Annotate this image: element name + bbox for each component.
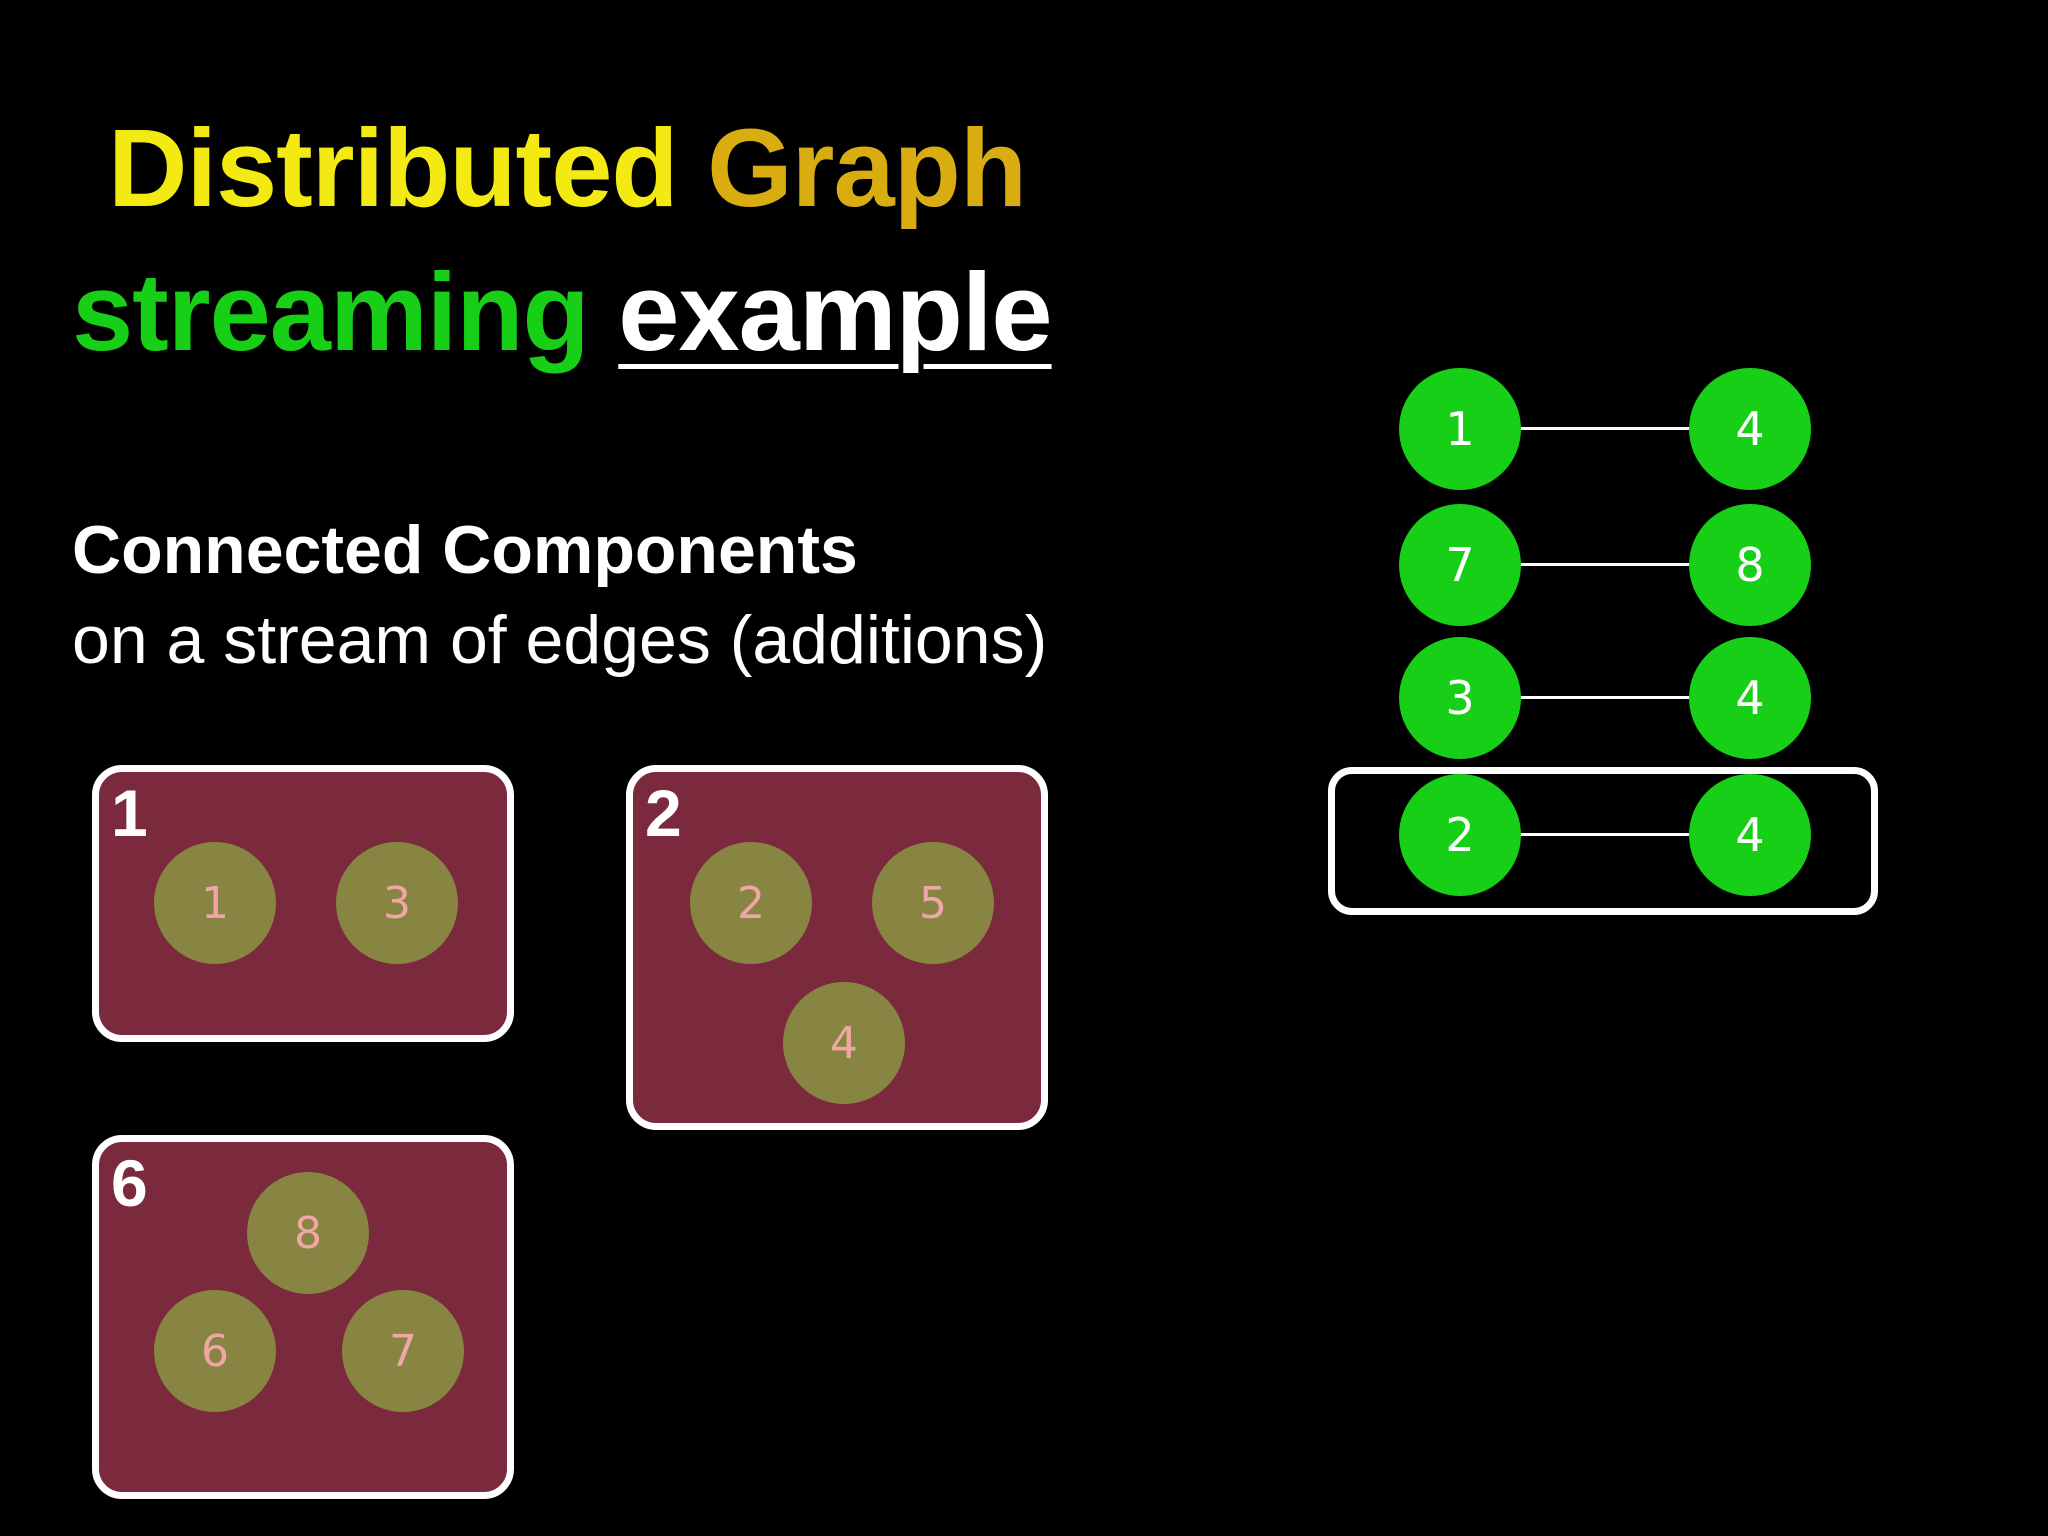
current-edge-highlight (1328, 767, 1878, 915)
title-word-example: example (618, 251, 1052, 374)
subtitle: Connected Components (72, 512, 858, 588)
vertex-node: 7 (342, 1290, 464, 1412)
title-word-graph: Graph (707, 107, 1027, 230)
edge-target-node: 4 (1689, 774, 1811, 896)
component-id: 2 (645, 776, 682, 850)
component-id: 6 (111, 1146, 148, 1220)
description: on a stream of edges (additions) (72, 602, 1048, 678)
vertex-node: 1 (154, 842, 276, 964)
vertex-node: 2 (690, 842, 812, 964)
edge-line (1520, 563, 1692, 566)
edge-line (1520, 696, 1692, 699)
vertex-node: 3 (336, 842, 458, 964)
edge-source-node: 1 (1399, 368, 1521, 490)
edge-line (1520, 833, 1692, 836)
edge-source-node: 7 (1399, 504, 1521, 626)
edge-target-node: 8 (1689, 504, 1811, 626)
edge-line (1520, 427, 1692, 430)
edge-source-node: 2 (1399, 774, 1521, 896)
component-box-6: 6 8 6 7 (92, 1135, 514, 1499)
vertex-node: 4 (783, 982, 905, 1104)
edge-source-node: 3 (1399, 637, 1521, 759)
vertex-node: 8 (247, 1172, 369, 1294)
title-word-streaming: streaming (72, 251, 590, 374)
title-word-distributed: Distributed (108, 107, 679, 230)
title-line-2: streaming example (72, 258, 1053, 368)
component-box-2: 2 2 5 4 (626, 765, 1048, 1130)
vertex-node: 6 (154, 1290, 276, 1412)
edge-target-node: 4 (1689, 637, 1811, 759)
component-id: 1 (111, 776, 148, 850)
edge-target-node: 4 (1689, 368, 1811, 490)
component-box-1: 1 1 3 (92, 765, 514, 1042)
title-line-1: Distributed Graph (108, 114, 1027, 224)
vertex-node: 5 (872, 842, 994, 964)
